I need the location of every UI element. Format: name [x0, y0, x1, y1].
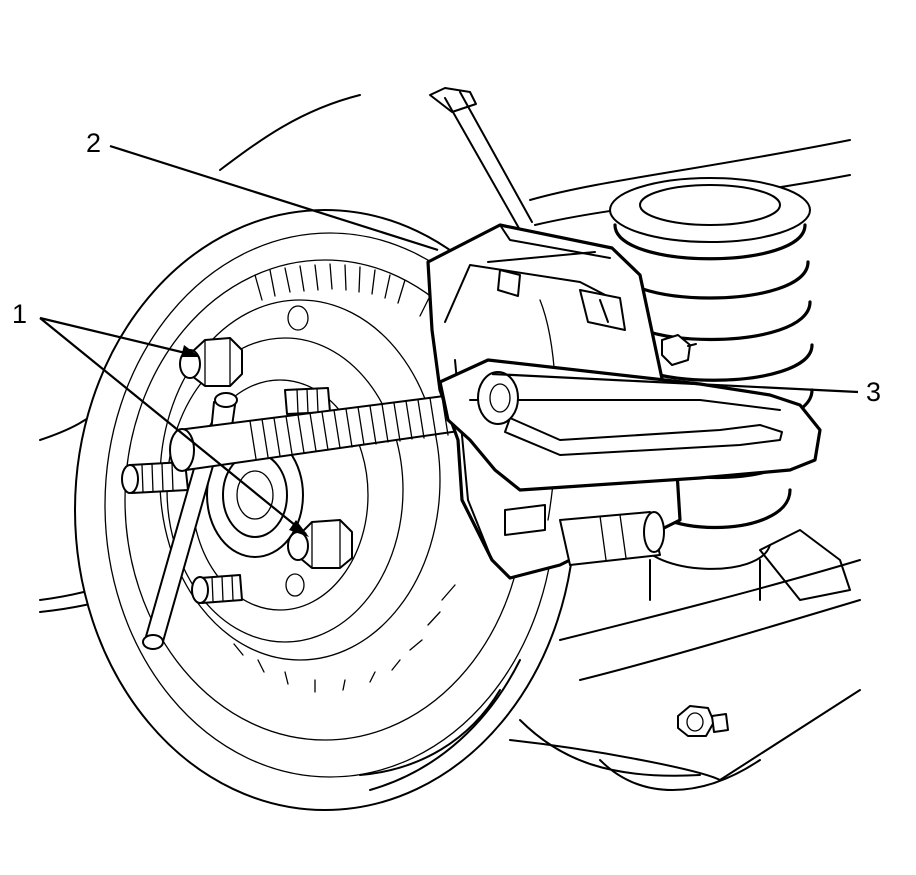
arrowhead-1a — [181, 345, 200, 357]
wheel-studs — [121, 387, 331, 604]
leader-1a — [39, 316, 199, 358]
callout-2: 2 — [86, 128, 101, 158]
frame-bolt — [677, 705, 729, 737]
arrowhead-1b — [289, 520, 309, 537]
callout-3: 3 — [866, 377, 881, 407]
callout-leaders — [39, 144, 859, 537]
stud-hole-upper — [287, 305, 309, 331]
leader-1b — [39, 317, 307, 535]
leader-2 — [109, 144, 439, 252]
callout-1: 1 — [12, 299, 27, 329]
wheel-stud-left — [121, 461, 189, 494]
brake-hose — [429, 87, 533, 231]
tool-u-frame — [438, 358, 822, 492]
rotor-vent-marks — [233, 263, 456, 693]
stud-hole-lower — [285, 573, 305, 597]
wheel-stud-lower — [191, 574, 243, 604]
lug-nut-lower — [287, 519, 353, 569]
wheel-stud-upper — [284, 387, 331, 415]
bleeder-fitting — [661, 334, 697, 366]
caliper-guide-bolt — [504, 504, 665, 566]
tool-screw-boss — [477, 371, 519, 425]
leader-3 — [491, 372, 859, 394]
